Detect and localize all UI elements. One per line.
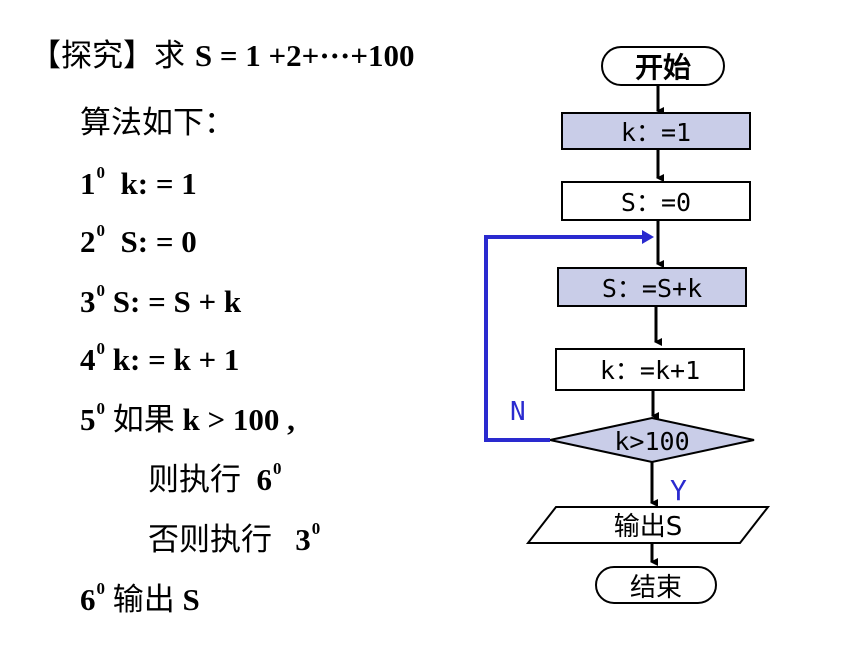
yes-label: Y <box>670 474 687 507</box>
algorithm-step-3: 30 S: = S + k <box>80 281 242 319</box>
flowchart-update-k-node: k：=k+1 <box>555 348 745 391</box>
flowchart-start-node: 开始 <box>601 46 725 86</box>
svg-text:S：=S+k: S：=S+k <box>602 274 702 303</box>
algorithm-step-5-else: 否则执行 30 <box>148 519 321 558</box>
flow-loop-no <box>484 235 646 442</box>
svg-text:S：=0: S：=0 <box>621 188 691 217</box>
algorithm-step-5: 50 如果 k > 100 , <box>80 399 295 438</box>
svg-text:k：=k+1: k：=k+1 <box>600 356 700 385</box>
algorithm-step-1: 10 k: = 1 <box>80 163 197 201</box>
svg-text:k：=1: k：=1 <box>621 118 691 147</box>
algorithm-step-6: 60 输出 S <box>80 579 200 618</box>
svg-text:开始: 开始 <box>635 51 691 84</box>
algorithm-step-5-then: 则执行 60 <box>148 459 282 498</box>
algorithm-subtitle: 算法如下： <box>80 105 235 141</box>
svg-text:k>100: k>100 <box>614 427 689 456</box>
flowchart-decision-node: k>100 <box>549 416 755 464</box>
algorithm-step-2: 20 S: = 0 <box>80 221 197 259</box>
flowchart-init-k-node: k：=1 <box>561 112 751 150</box>
flowchart-output-node: 输出S <box>525 506 771 544</box>
no-label: N <box>510 397 526 427</box>
algorithm-step-4: 40 k: = k + 1 <box>80 339 240 377</box>
flow-loop-arrow-icon <box>642 230 654 244</box>
page-title: 【探究】求 S = 1 +2+···+100 <box>30 38 415 74</box>
flowchart-init-s-node: S：=0 <box>561 181 751 221</box>
svg-text:结束: 结束 <box>630 573 682 603</box>
svg-text:输出S: 输出S <box>614 512 683 542</box>
flowchart-end-node: 结束 <box>595 566 717 604</box>
flowchart-update-s-node: S：=S+k <box>557 267 747 307</box>
